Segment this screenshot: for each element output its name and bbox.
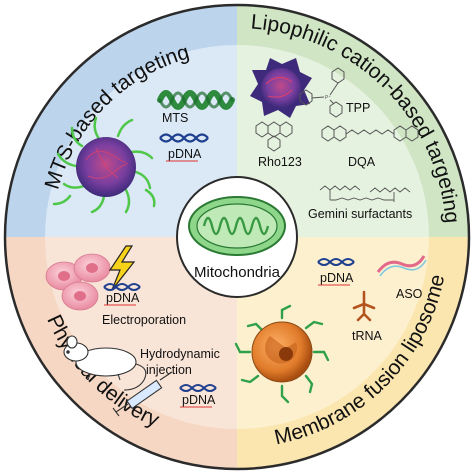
svg-text:P⁺: P⁺: [325, 95, 331, 101]
center-label: Mitochondria: [194, 264, 281, 281]
gemini-structure-icon: [319, 185, 411, 202]
label-electroporation: Electroporation: [102, 313, 186, 327]
mitochondrion-icon: [188, 196, 286, 256]
label-gemini: Gemini surfactants: [308, 207, 412, 221]
label-tpp: TPP: [346, 101, 370, 115]
outer-ring: [3, 3, 471, 471]
label-pdna-lipo: pDNA: [320, 271, 354, 285]
tpp-structure-icon: [299, 67, 345, 118]
label-dqa: DQA: [348, 155, 376, 169]
mts-helix-icon: [157, 90, 235, 110]
dna-plasmid-icon: [179, 384, 217, 392]
nanoparticle-icon: [52, 116, 156, 214]
label-injection: injection: [146, 363, 192, 377]
dqa-structure-icon: [321, 125, 419, 142]
rho123-structure-icon: [255, 121, 293, 152]
label-pdna-electro: pDNA: [106, 291, 140, 305]
dna-plasmid-icon: [317, 258, 355, 266]
nanoparticle-icon: [250, 58, 312, 118]
trna-icon: [352, 290, 376, 322]
label-rho123: Rho123: [258, 155, 302, 169]
liposome-icon: [234, 304, 330, 404]
label-aso: ASO: [396, 287, 423, 301]
dna-plasmid-icon: [159, 133, 209, 143]
lightning-icon: [108, 245, 136, 291]
label-trna: tRNA: [352, 329, 383, 343]
label-mts: MTS: [162, 111, 188, 125]
aso-icon: [376, 255, 427, 277]
cell-icon: [45, 253, 111, 311]
dna-plasmid-icon: [103, 283, 141, 291]
label-hydrodynamic: Hydrodynamic: [140, 347, 220, 361]
mouse-icon: [63, 335, 147, 391]
label-pdna-hydro: pDNA: [182, 393, 216, 407]
syringe-icon: [112, 371, 173, 417]
label-pdna-mts: pDNA: [168, 147, 202, 161]
